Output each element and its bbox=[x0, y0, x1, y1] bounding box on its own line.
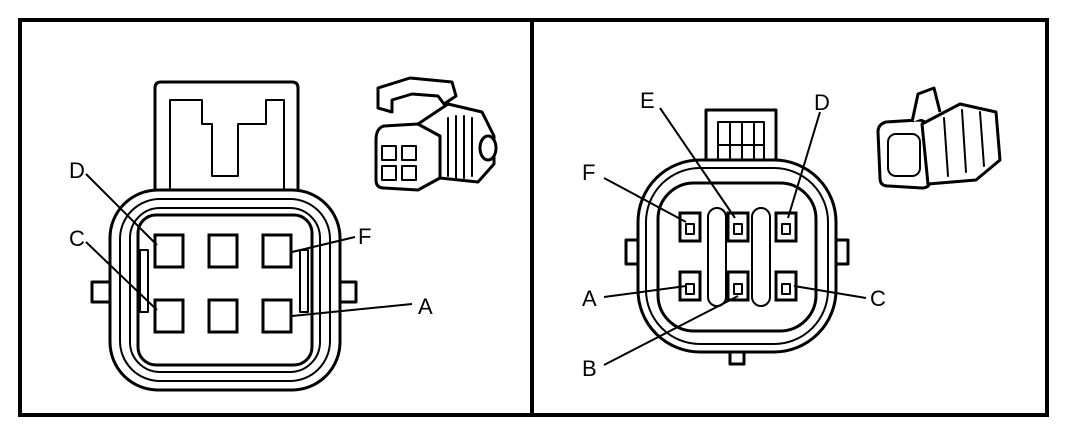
right-terminal-d bbox=[774, 211, 798, 243]
leader-left-d bbox=[85, 173, 158, 246]
right-terminal-e bbox=[726, 211, 750, 243]
leader-left-c bbox=[85, 241, 158, 311]
label-right-b: B bbox=[582, 356, 597, 381]
left-housing-ring-3 bbox=[129, 207, 321, 373]
left-housing-inner bbox=[136, 213, 314, 367]
right-housing-outer bbox=[636, 158, 838, 354]
right-terminal-f bbox=[678, 211, 702, 243]
leader-right-a bbox=[603, 285, 687, 298]
leader-left-a bbox=[291, 303, 413, 317]
leader-right-d bbox=[787, 111, 821, 219]
right-connector-face bbox=[624, 108, 850, 366]
left-cavity-bottom-mid bbox=[207, 298, 239, 334]
left-latch-tab bbox=[153, 80, 300, 192]
right-terminal-b bbox=[726, 270, 750, 302]
right-terminal-a bbox=[678, 270, 702, 302]
left-cavity-f bbox=[261, 233, 293, 269]
right-latch-grid bbox=[717, 121, 765, 179]
leader-right-c bbox=[793, 285, 867, 299]
label-left-a: A bbox=[418, 294, 433, 319]
right-housing-inner bbox=[656, 181, 818, 333]
right-connector-thumbnail bbox=[876, 86, 1002, 190]
left-connector-face bbox=[90, 80, 358, 392]
label-left-f: F bbox=[358, 224, 371, 249]
left-cavity-a bbox=[261, 298, 293, 334]
left-cavity-top-mid bbox=[207, 233, 239, 269]
leader-right-f bbox=[603, 177, 687, 223]
left-ear-left bbox=[90, 280, 112, 304]
right-rib-2 bbox=[751, 207, 771, 307]
left-cavity-d bbox=[153, 233, 185, 269]
left-latch-slot bbox=[169, 99, 285, 193]
label-left-d: D bbox=[69, 158, 85, 183]
leader-left-f bbox=[291, 236, 356, 253]
left-housing-ring-2 bbox=[119, 198, 331, 382]
right-housing-ring-2 bbox=[645, 167, 829, 345]
label-right-f: F bbox=[582, 160, 595, 185]
left-cavity-c bbox=[153, 298, 185, 334]
label-right-a: A bbox=[582, 286, 597, 311]
right-terminal-c bbox=[774, 270, 798, 302]
label-right-d: D bbox=[814, 90, 830, 115]
leader-right-e bbox=[659, 107, 736, 219]
left-key-left bbox=[139, 249, 149, 313]
label-right-c: C bbox=[870, 286, 886, 311]
label-right-e: E bbox=[640, 88, 655, 113]
label-left-c: C bbox=[69, 226, 85, 251]
leader-right-b bbox=[603, 295, 739, 366]
left-connector-thumbnail bbox=[374, 76, 498, 192]
